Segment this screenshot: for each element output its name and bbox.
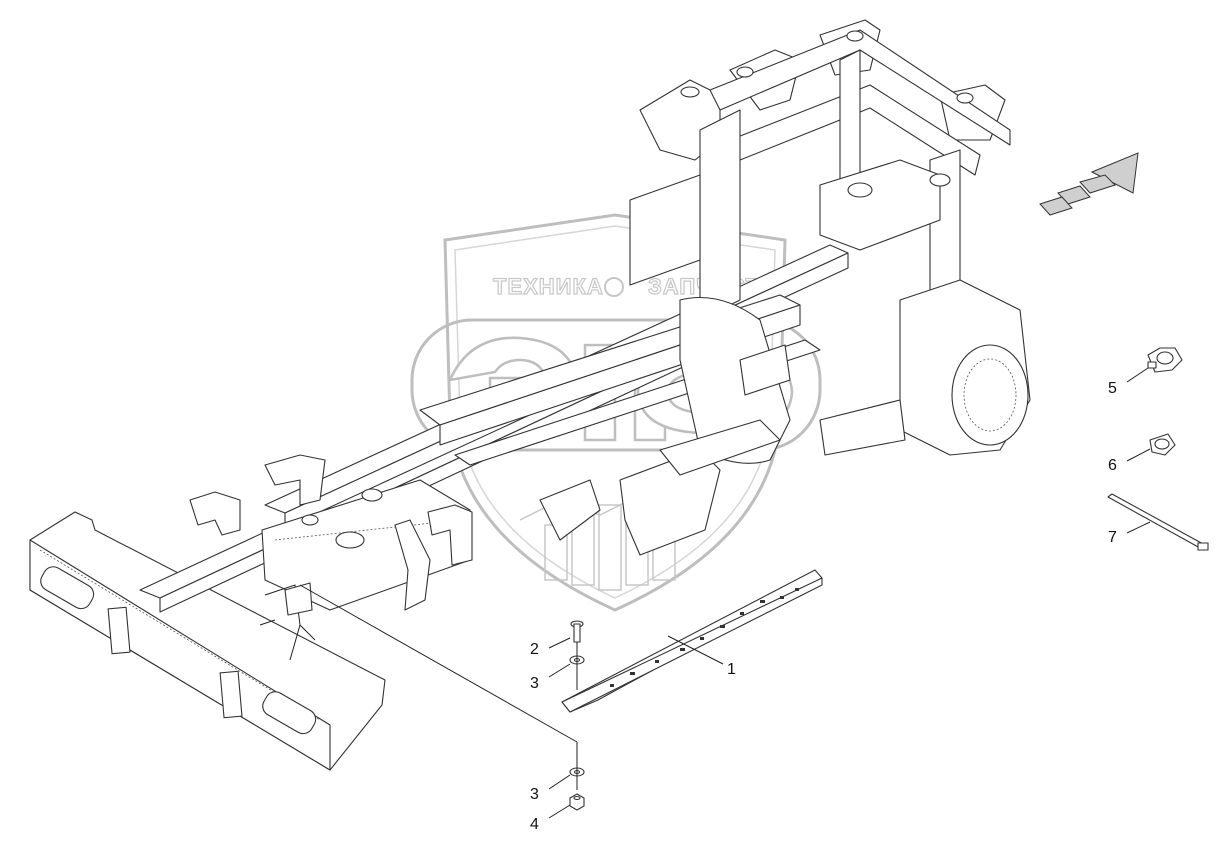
callout-4: 4	[530, 816, 539, 833]
watermark-left-text: ТЕХНИКА	[493, 274, 604, 299]
callout-5: 5	[1108, 380, 1117, 397]
assembly-line	[299, 584, 578, 743]
leader-lines	[548, 367, 1151, 819]
callout-2: 2	[530, 641, 539, 658]
callout-6: 6	[1108, 457, 1117, 474]
part-guard-plate	[561, 569, 823, 713]
direction-arrow-icon	[1039, 152, 1139, 216]
gear-icon	[604, 277, 624, 297]
fastener-nut	[569, 793, 585, 811]
part-clip	[1149, 433, 1176, 456]
fastener-bolt	[570, 620, 584, 643]
part-cable-tie	[1107, 493, 1209, 551]
callout-3-bottom: 3	[530, 786, 539, 803]
chassis-frame	[29, 19, 1031, 771]
callout-3-top: 3	[530, 675, 539, 692]
callout-1: 1	[727, 661, 736, 678]
callout-7: 7	[1108, 529, 1117, 546]
part-clamp	[1147, 347, 1183, 373]
